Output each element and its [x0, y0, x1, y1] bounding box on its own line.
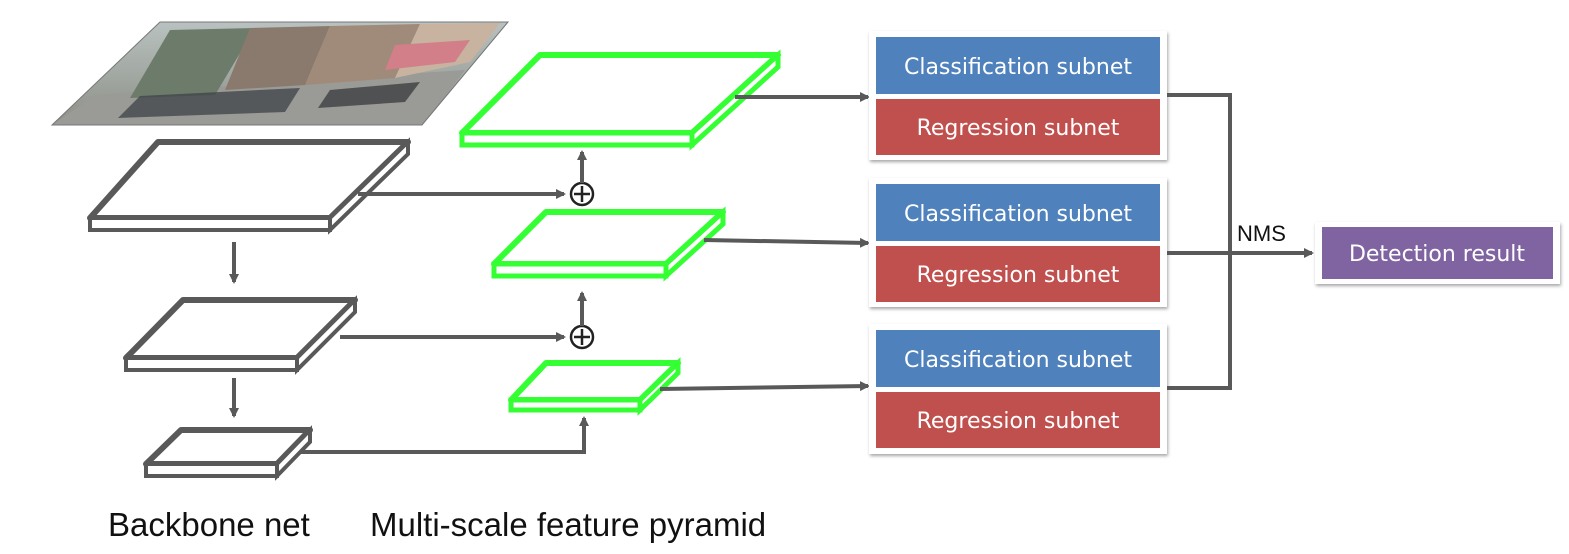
classification-subnet-label: Classification subnet	[904, 202, 1132, 227]
pyramid-caption: Multi-scale feature pyramid	[370, 506, 766, 543]
detection-result-label: Detection result	[1349, 242, 1525, 267]
classification-subnet-box	[876, 37, 1160, 94]
backbone-level-3	[143, 425, 313, 481]
backbone-caption: Backbone net	[108, 506, 310, 543]
input-street-image	[50, 21, 510, 126]
classification-subnet-label: Classification subnet	[904, 55, 1132, 80]
nms-merge-line	[1167, 93, 1232, 390]
head-arrow-3	[659, 381, 870, 392]
head-arrow-2	[703, 237, 870, 248]
regression-subnet-box	[876, 392, 1160, 448]
head-group-3: Classification subnet Regression subnet	[869, 324, 1167, 454]
pyramid-level-3	[508, 357, 681, 416]
head-group-2: Classification subnet Regression subnet	[869, 178, 1167, 307]
merge-plus-icon-2	[569, 324, 595, 350]
pyramid-level-2	[491, 206, 726, 282]
nms-label: NMS	[1237, 221, 1286, 246]
classification-subnet-box	[876, 184, 1160, 241]
regression-subnet-label: Regression subnet	[917, 409, 1120, 434]
backbone-level-1	[87, 137, 411, 235]
pyramid-level-1	[459, 49, 781, 151]
lateral-arrow-3	[300, 416, 589, 454]
regression-subnet-box	[876, 246, 1160, 302]
classification-subnet-label: Classification subnet	[904, 348, 1132, 373]
backbone-level-2	[123, 295, 358, 375]
classification-subnet-box	[876, 330, 1160, 387]
detection-result-box: Detection result	[1315, 222, 1560, 284]
regression-subnet-box	[876, 99, 1160, 155]
head-group-1: Classification subnet Regression subnet	[869, 31, 1167, 160]
merge-plus-icon-1	[569, 181, 595, 207]
regression-subnet-label: Regression subnet	[917, 116, 1120, 141]
regression-subnet-label: Regression subnet	[917, 263, 1120, 288]
